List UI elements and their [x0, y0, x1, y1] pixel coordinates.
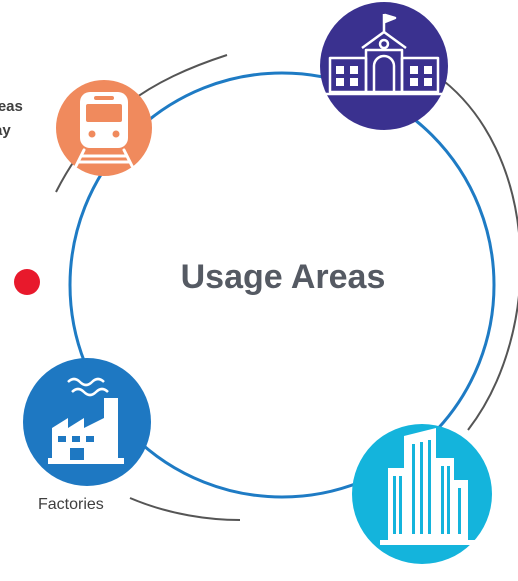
- node-factories[interactable]: [23, 358, 151, 486]
- school-building-icon: [326, 13, 442, 96]
- diagram-title: Usage Areas: [180, 258, 386, 296]
- outer-arc-bottom-left: [129, 497, 241, 521]
- factory-icon: [48, 377, 124, 464]
- factories-node-circle: [23, 358, 151, 486]
- node-schools[interactable]: [320, 2, 448, 130]
- factories-label: Factories: [38, 496, 104, 513]
- outer-arc-right: [435, 74, 518, 431]
- railway-label-line-2: ay: [0, 122, 11, 139]
- train-icon: [74, 92, 134, 168]
- railway-label-line-1: reas: [0, 98, 23, 115]
- node-buildings[interactable]: [352, 424, 492, 564]
- main-ring: [68, 71, 496, 499]
- node-railway[interactable]: [56, 80, 152, 176]
- accent-dot: [14, 269, 40, 295]
- schools-node-circle: [320, 2, 448, 130]
- skyscraper-icon: [380, 428, 476, 545]
